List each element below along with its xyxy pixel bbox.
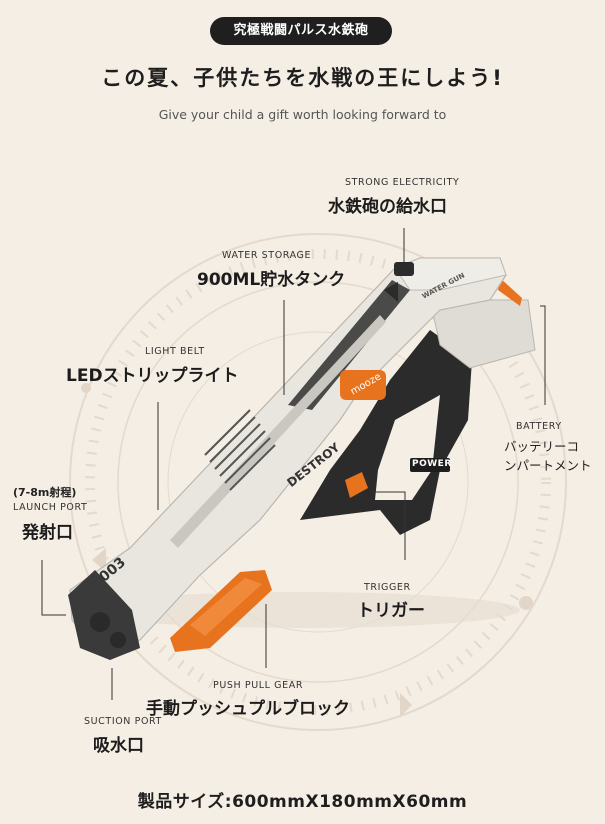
launch-port-en: LAUNCH PORT — [13, 502, 88, 513]
gun-shadow — [80, 592, 520, 628]
fill-cap — [394, 262, 414, 276]
callout-lines — [41, 228, 546, 700]
push-pull-gear-en: PUSH PULL GEAR — [213, 680, 304, 691]
title-badge: 究極戦闘パルス水鉄砲 — [210, 17, 392, 45]
trigger — [345, 472, 368, 498]
water-storage-jp: 900ML貯水タンク — [197, 270, 346, 290]
launch-port-range: (7-8m射程) — [13, 486, 77, 499]
mode-button — [340, 370, 386, 400]
suction-port-jp: 吸水口 — [93, 736, 144, 756]
trigger-jp: トリガー — [357, 601, 425, 621]
water-storage-en: WATER STORAGE — [222, 250, 312, 261]
light-belt-en: LIGHT BELT — [145, 346, 205, 357]
background-rings — [69, 233, 567, 731]
trigger-en: TRIGGER — [364, 582, 411, 593]
battery-compartment — [429, 299, 536, 369]
battery-jp-line1: バッテリーコ — [504, 439, 580, 454]
suction-port-en: SUCTION PORT — [84, 716, 162, 727]
power-label: POWER — [412, 459, 452, 469]
background-arrows — [81, 383, 533, 717]
launch-port-jp: 発射口 — [22, 523, 73, 543]
gun-body — [68, 257, 507, 660]
battery-jp: バッテリーコ ンパートメント — [504, 437, 592, 475]
battery-jp-line2: ンパートメント — [504, 458, 592, 473]
strong-electricity-en: STRONG ELECTRICITY — [345, 177, 460, 188]
headline: この夏、子供たちを水戦の王にしよう! — [101, 66, 504, 90]
push-pull-gear-jp: 手動プッシュプルブロック — [146, 699, 350, 719]
power-plate — [410, 458, 450, 472]
battery-en: BATTERY — [516, 421, 562, 432]
gun-grip — [300, 330, 472, 535]
product-size: 製品サイズ:600mmX180mmX60mm — [137, 792, 468, 812]
light-belt-jp: LEDストリップライト — [66, 366, 239, 386]
strong-electricity-jp: 水鉄砲の給水口 — [328, 197, 447, 217]
rear-orange-accent — [498, 278, 522, 306]
subheadline: Give your child a gift worth looking for… — [158, 107, 447, 122]
